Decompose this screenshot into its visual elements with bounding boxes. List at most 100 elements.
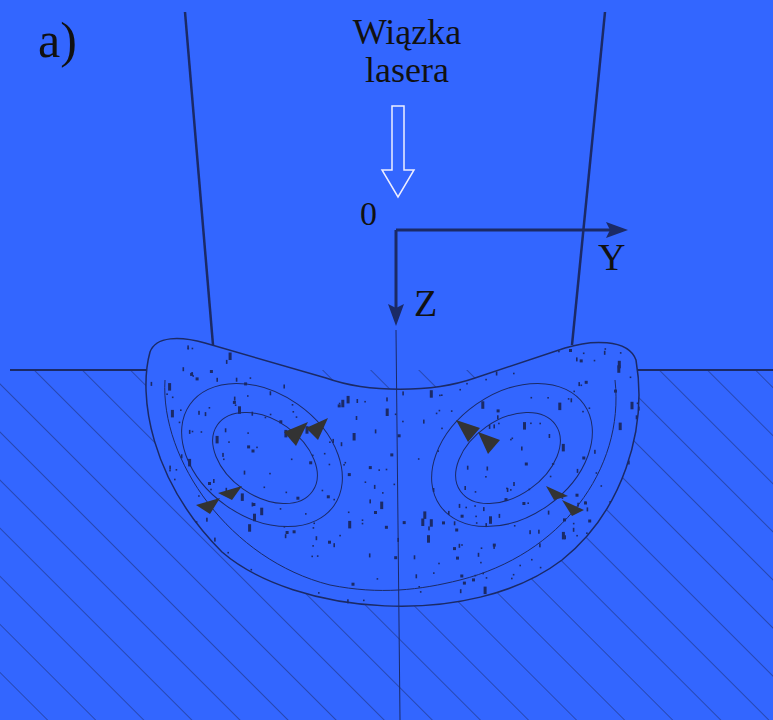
pool-dot [601, 485, 603, 487]
pool-dot [347, 599, 349, 603]
pool-dot [227, 552, 229, 554]
pool-dot [581, 385, 583, 387]
pool-dot [484, 587, 487, 595]
pool-dot [499, 514, 501, 518]
pool-dot [573, 523, 575, 525]
pool-dot [547, 397, 549, 399]
pool-dot [510, 489, 512, 491]
pool-dot [568, 398, 570, 400]
pool-dot [576, 357, 578, 361]
pool-dot [364, 401, 366, 403]
pool-dot [493, 544, 496, 547]
pool-dot [352, 583, 355, 586]
pool-dot [252, 450, 255, 453]
pool-dot [418, 458, 420, 460]
pool-dot [442, 521, 445, 524]
flow-contour [404, 354, 619, 557]
pool-dot [312, 545, 314, 547]
pool-dot [248, 524, 251, 532]
flow-contour [154, 354, 369, 557]
pool-dot [402, 391, 404, 395]
pool-dot [235, 404, 237, 406]
pool-dot [251, 569, 253, 571]
flow-contour [439, 394, 578, 523]
pool-dot [292, 404, 294, 406]
pool-dot [236, 378, 238, 382]
pool-dot [527, 502, 529, 504]
pool-dot [214, 538, 216, 542]
pool-dot [265, 417, 267, 419]
pool-dot [206, 518, 208, 522]
pool-dot [229, 353, 232, 361]
pool-dot [241, 493, 244, 501]
pool-dot [313, 523, 315, 525]
pool-dot [252, 503, 254, 507]
melt-pool [146, 339, 639, 607]
pool-dot [210, 489, 212, 491]
pool-dot [472, 578, 475, 581]
pool-dot [208, 482, 211, 485]
pool-dot [562, 532, 565, 540]
pool-dot [430, 390, 433, 398]
pool-dot [174, 479, 176, 481]
pool-dot [192, 348, 194, 350]
pool-dot [519, 565, 521, 567]
pool-dot [604, 351, 606, 355]
pool-dot [485, 379, 487, 381]
pool-dot [476, 522, 478, 524]
pool-dot [466, 383, 468, 385]
pool-dot [283, 385, 285, 389]
surface-line [10, 369, 152, 371]
pool-dot [341, 400, 344, 408]
pool-dot [347, 396, 350, 404]
z-axis [395, 230, 398, 316]
pool-dot [423, 420, 425, 424]
pool-dot [589, 407, 591, 409]
pool-dot [455, 529, 458, 532]
pool-dot [189, 430, 191, 434]
pool-dot [382, 492, 384, 494]
axis-label: Y [598, 238, 625, 278]
z-axis-head [388, 304, 404, 326]
pool-dot [478, 553, 480, 557]
pool-dot [539, 543, 541, 547]
pool-dot [216, 436, 219, 444]
pool-dot [620, 352, 622, 354]
pool-dot [233, 401, 236, 404]
pool-dot [374, 511, 377, 514]
pool-dot [630, 377, 632, 379]
pool-dot [583, 353, 585, 355]
pool-dot [493, 424, 495, 428]
pool-dot [169, 470, 171, 472]
pool-dot [190, 373, 193, 376]
pool-dot [418, 586, 420, 588]
pool-dot [395, 414, 397, 416]
pool-dot [357, 399, 359, 403]
pool-dot [324, 453, 326, 455]
pool-dot [511, 578, 513, 580]
origin-label: 0 [360, 196, 377, 232]
pool-dot [369, 499, 371, 503]
pool-dot [582, 457, 585, 460]
pool-dot [513, 482, 515, 486]
pool-dot [628, 461, 630, 465]
pool-dot [539, 423, 541, 425]
pool-dot [362, 523, 364, 525]
pool-dot [441, 428, 443, 430]
y-axis-head [606, 222, 628, 238]
pool-dot [247, 445, 250, 448]
pool-dot [460, 589, 462, 593]
pool-dot [385, 526, 388, 529]
pool-dots [151, 345, 640, 603]
pool-dot [270, 414, 272, 416]
pool-dot [205, 412, 207, 416]
pool-dot [341, 442, 343, 446]
pool-dot [451, 410, 453, 412]
pool-dot [343, 464, 345, 466]
pool-dot [223, 459, 225, 461]
pool-dot [530, 423, 532, 425]
pool-dot [260, 508, 263, 516]
beam-edge [572, 12, 605, 345]
pool-dot [522, 502, 525, 505]
pool-dot [176, 469, 178, 471]
